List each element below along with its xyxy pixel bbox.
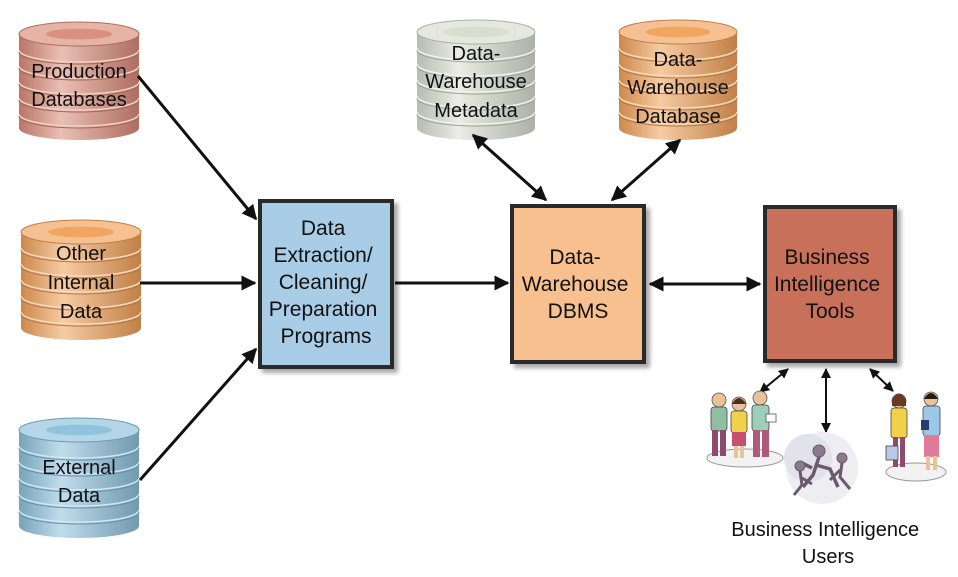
dbms-label-2: Warehouse [522, 273, 629, 296]
svg-text:Data Extraction/ C: Data Extraction/ Cleaning/ Preparation P… [269, 217, 383, 348]
dbms-label-1: Data- [549, 246, 600, 269]
dbms-label-3: DBMS [548, 300, 609, 323]
etl-label-4: Preparation [269, 298, 378, 321]
metadata-label-3: Metadata [434, 100, 518, 122]
users-group-left-icon [706, 390, 784, 468]
internal-label-3: Data [60, 301, 103, 323]
database-label-2: Warehouse [627, 77, 729, 99]
arrows [136, 75, 762, 481]
business-users-illustration [706, 390, 947, 504]
arrow-bi-users-right [869, 368, 894, 392]
etl-box: Data Extraction/ Cleaning/ Preparation P… [258, 199, 394, 369]
metadata-label-1: Data- [452, 43, 501, 65]
etl-label-3: Cleaning/ [279, 271, 368, 294]
dbms-box: Data- Warehouse DBMS [510, 204, 646, 364]
external-label-1: External [42, 457, 115, 479]
users-group-right-icon [885, 391, 947, 482]
users-label: Business Intelligence Users [731, 519, 924, 568]
external-label-2: Data [58, 485, 101, 507]
internal-label-2: Internal [48, 272, 115, 294]
svg-text:Data- Warehouse DB: Data- Warehouse DBMS [522, 246, 634, 323]
etl-label-5: Programs [280, 325, 371, 348]
arrow-external-to-etl [138, 347, 258, 481]
etl-label-1: Data [301, 217, 346, 240]
arrow-database-dbms [610, 138, 682, 202]
arrow-bi-users-left [759, 368, 789, 393]
user-arrows [759, 368, 894, 433]
users-label-2: Users [802, 546, 854, 568]
production-label-2: Databases [31, 89, 127, 111]
production-label-1: Production [31, 61, 127, 83]
etl-label-2: Extraction/ [273, 244, 372, 267]
database-label-1: Data- [654, 49, 703, 71]
users-label-1: Business Intelligence [731, 519, 919, 541]
bi-tools-box: Business Intelligence Tools [763, 205, 897, 363]
arrow-production-to-etl [136, 75, 258, 221]
bi-label-1: Business [784, 246, 869, 269]
arrow-metadata-dbms [471, 133, 548, 202]
internal-label-1: Other [56, 243, 106, 265]
users-running-figures-icon [784, 432, 858, 504]
bi-label-3: Tools [805, 300, 854, 323]
database-label-3: Database [635, 106, 721, 128]
bi-label-2: Intelligence [774, 273, 880, 296]
svg-text:Business Intelligence: Business Intelligence Tools [774, 246, 886, 323]
metadata-label-2: Warehouse [425, 71, 527, 93]
